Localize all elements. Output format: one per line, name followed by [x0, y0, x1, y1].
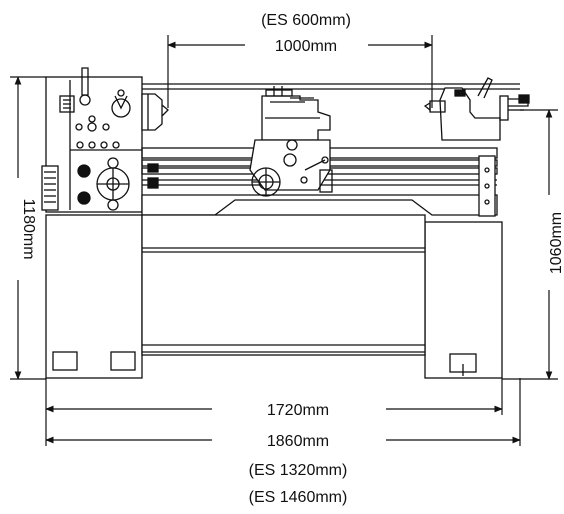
dimension-lines	[10, 35, 558, 446]
lathe-stand	[45, 214, 503, 379]
length-a-label: 1720mm	[267, 402, 329, 419]
center-distance-label: 1000mm	[275, 38, 337, 55]
center-distance-es-label: (ES 600mm)	[261, 12, 351, 29]
carriage	[249, 86, 333, 197]
headstock	[41, 67, 169, 213]
length-b-label: 1860mm	[267, 433, 329, 450]
center-height-label: 1060mm	[548, 212, 564, 274]
total-height-label: 1180mm	[20, 198, 37, 259]
lathe-machine	[41, 67, 530, 379]
length-a-es-label: (ES 1320mm)	[249, 462, 348, 479]
tailstock	[423, 77, 530, 141]
length-b-es-label: (ES 1460mm)	[249, 489, 348, 506]
tailstock-end-box	[478, 155, 496, 217]
